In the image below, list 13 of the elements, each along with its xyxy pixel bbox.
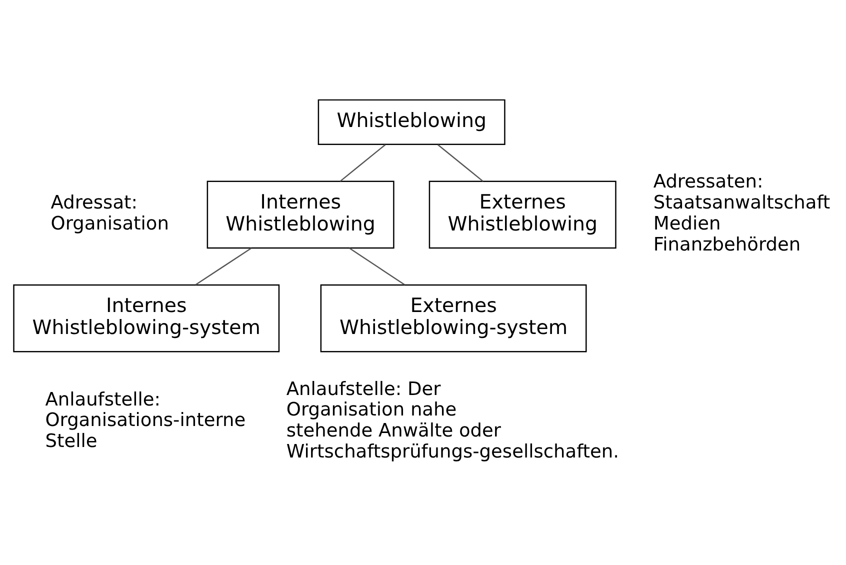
connector	[438, 144, 484, 182]
node-box: Internes Whistleblowing-system	[13, 284, 280, 352]
connector	[340, 144, 386, 182]
node-box: Whistleblowing	[318, 99, 506, 145]
node-label: Anlaufstelle: Organisations-interne Stelle	[45, 389, 246, 452]
node-label: Anlaufstelle: Der Organisation nahe stehende Anwälte oder Wirtschaftsprüfungs-gesellschaften.	[286, 378, 620, 463]
node-box: Externes Whistleblowing-system	[320, 284, 587, 352]
node-label: Adressaten: Staatsanwaltschaft Medien Finanzbehörden	[653, 172, 830, 256]
node-box: Internes Whistleblowing	[206, 180, 394, 249]
node-box: Externes Whistleblowing	[428, 180, 616, 249]
node-label: Adressat: Organisation	[50, 192, 169, 234]
connector	[195, 248, 252, 286]
connector	[349, 248, 405, 286]
